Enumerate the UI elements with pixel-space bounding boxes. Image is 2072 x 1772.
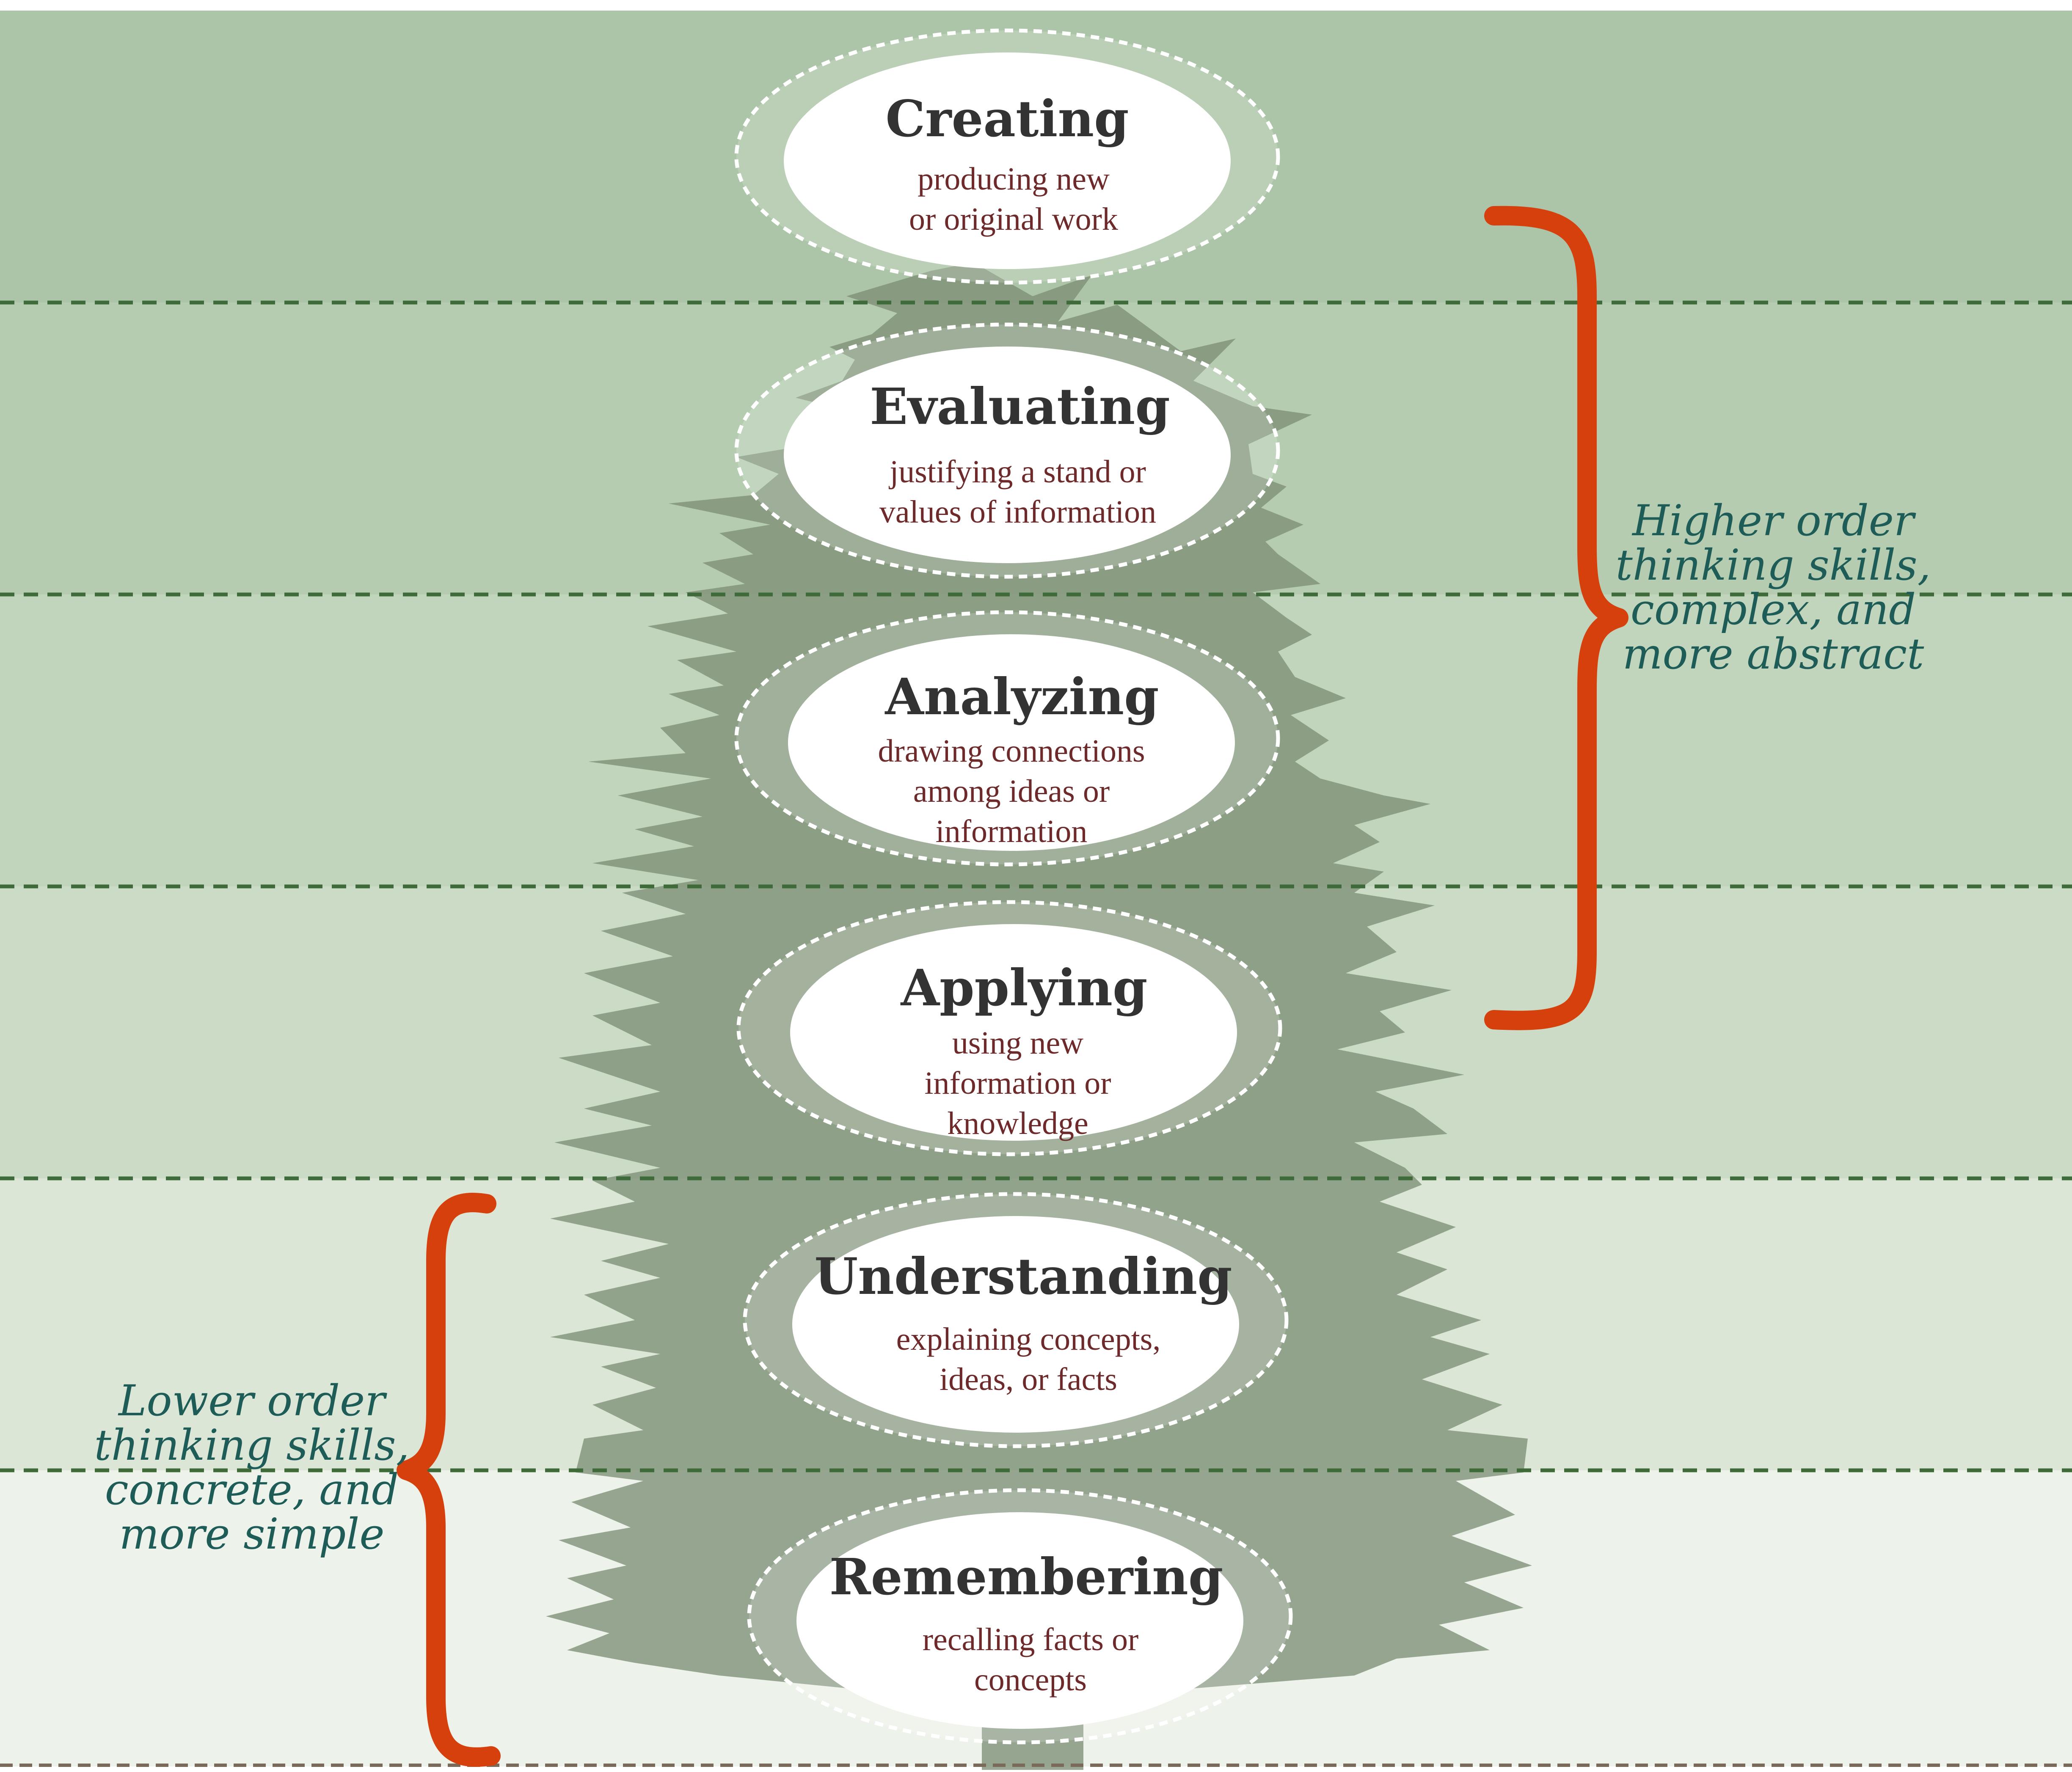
level-desc-line: drawing connections xyxy=(878,733,1145,769)
lower-order-group: Lower order thinking skills, concrete, a… xyxy=(94,1192,501,1767)
level-oval xyxy=(792,1216,1239,1433)
level-name: Creating xyxy=(885,89,1129,148)
level-desc-line: among ideas or xyxy=(913,773,1110,809)
left-curly-brace-icon xyxy=(397,1192,501,1767)
level-desc-line: knowledge xyxy=(947,1106,1088,1141)
level-node-remembering: Remembering recalling facts or concepts xyxy=(747,1488,1293,1744)
level-node-understanding: Understanding explaining concepts, ideas… xyxy=(743,1192,1289,1448)
level-name: Understanding xyxy=(814,1247,1232,1306)
level-desc-line: information or xyxy=(924,1065,1111,1101)
higher-order-line: thinking skills, xyxy=(1616,540,1931,590)
lower-order-line: more simple xyxy=(119,1509,384,1559)
level-node-analyzing: Analyzing drawing connections among idea… xyxy=(734,610,1280,867)
level-desc-line: values of information xyxy=(879,494,1156,530)
higher-order-line: more abstract xyxy=(1623,629,1924,679)
higher-order-line: Higher order xyxy=(1631,496,1916,545)
level-desc-line: ideas, or facts xyxy=(940,1362,1117,1397)
higher-order-line: complex, and xyxy=(1631,585,1916,634)
level-oval xyxy=(796,1512,1243,1729)
level-oval xyxy=(788,634,1235,851)
level-desc-line: explaining concepts, xyxy=(896,1321,1161,1357)
right-curly-brace-icon xyxy=(1484,206,1628,1030)
level-desc-line: justifying a stand or xyxy=(888,454,1146,490)
level-name: Analyzing xyxy=(884,667,1159,726)
level-desc-line: information xyxy=(936,814,1088,849)
lower-order-line: Lower order xyxy=(118,1376,387,1425)
level-desc-line: recalling facts or xyxy=(923,1622,1139,1657)
lower-order-line: concrete, and xyxy=(105,1465,399,1514)
lower-order-line: thinking skills, xyxy=(94,1420,410,1470)
level-oval xyxy=(784,347,1231,563)
level-desc-line: producing new xyxy=(918,161,1110,197)
higher-order-group: Higher order thinking skills, complex, a… xyxy=(1484,206,1931,1030)
level-dividers xyxy=(0,300,2072,1767)
level-node-creating: Creating producing new or original work xyxy=(734,28,1280,285)
level-desc-line: or original work xyxy=(909,201,1118,237)
level-name: Remembering xyxy=(829,1547,1223,1606)
level-desc-line: concepts xyxy=(974,1662,1087,1698)
level-name: Applying xyxy=(900,958,1147,1017)
level-node-evaluating: Evaluating justifying a stand or values … xyxy=(734,322,1280,579)
level-desc-line: using new xyxy=(952,1025,1083,1061)
level-node-applying: Applying using new information or knowle… xyxy=(736,900,1282,1156)
level-name: Evaluating xyxy=(870,377,1170,436)
level-oval xyxy=(784,52,1231,269)
level-oval xyxy=(790,924,1237,1141)
